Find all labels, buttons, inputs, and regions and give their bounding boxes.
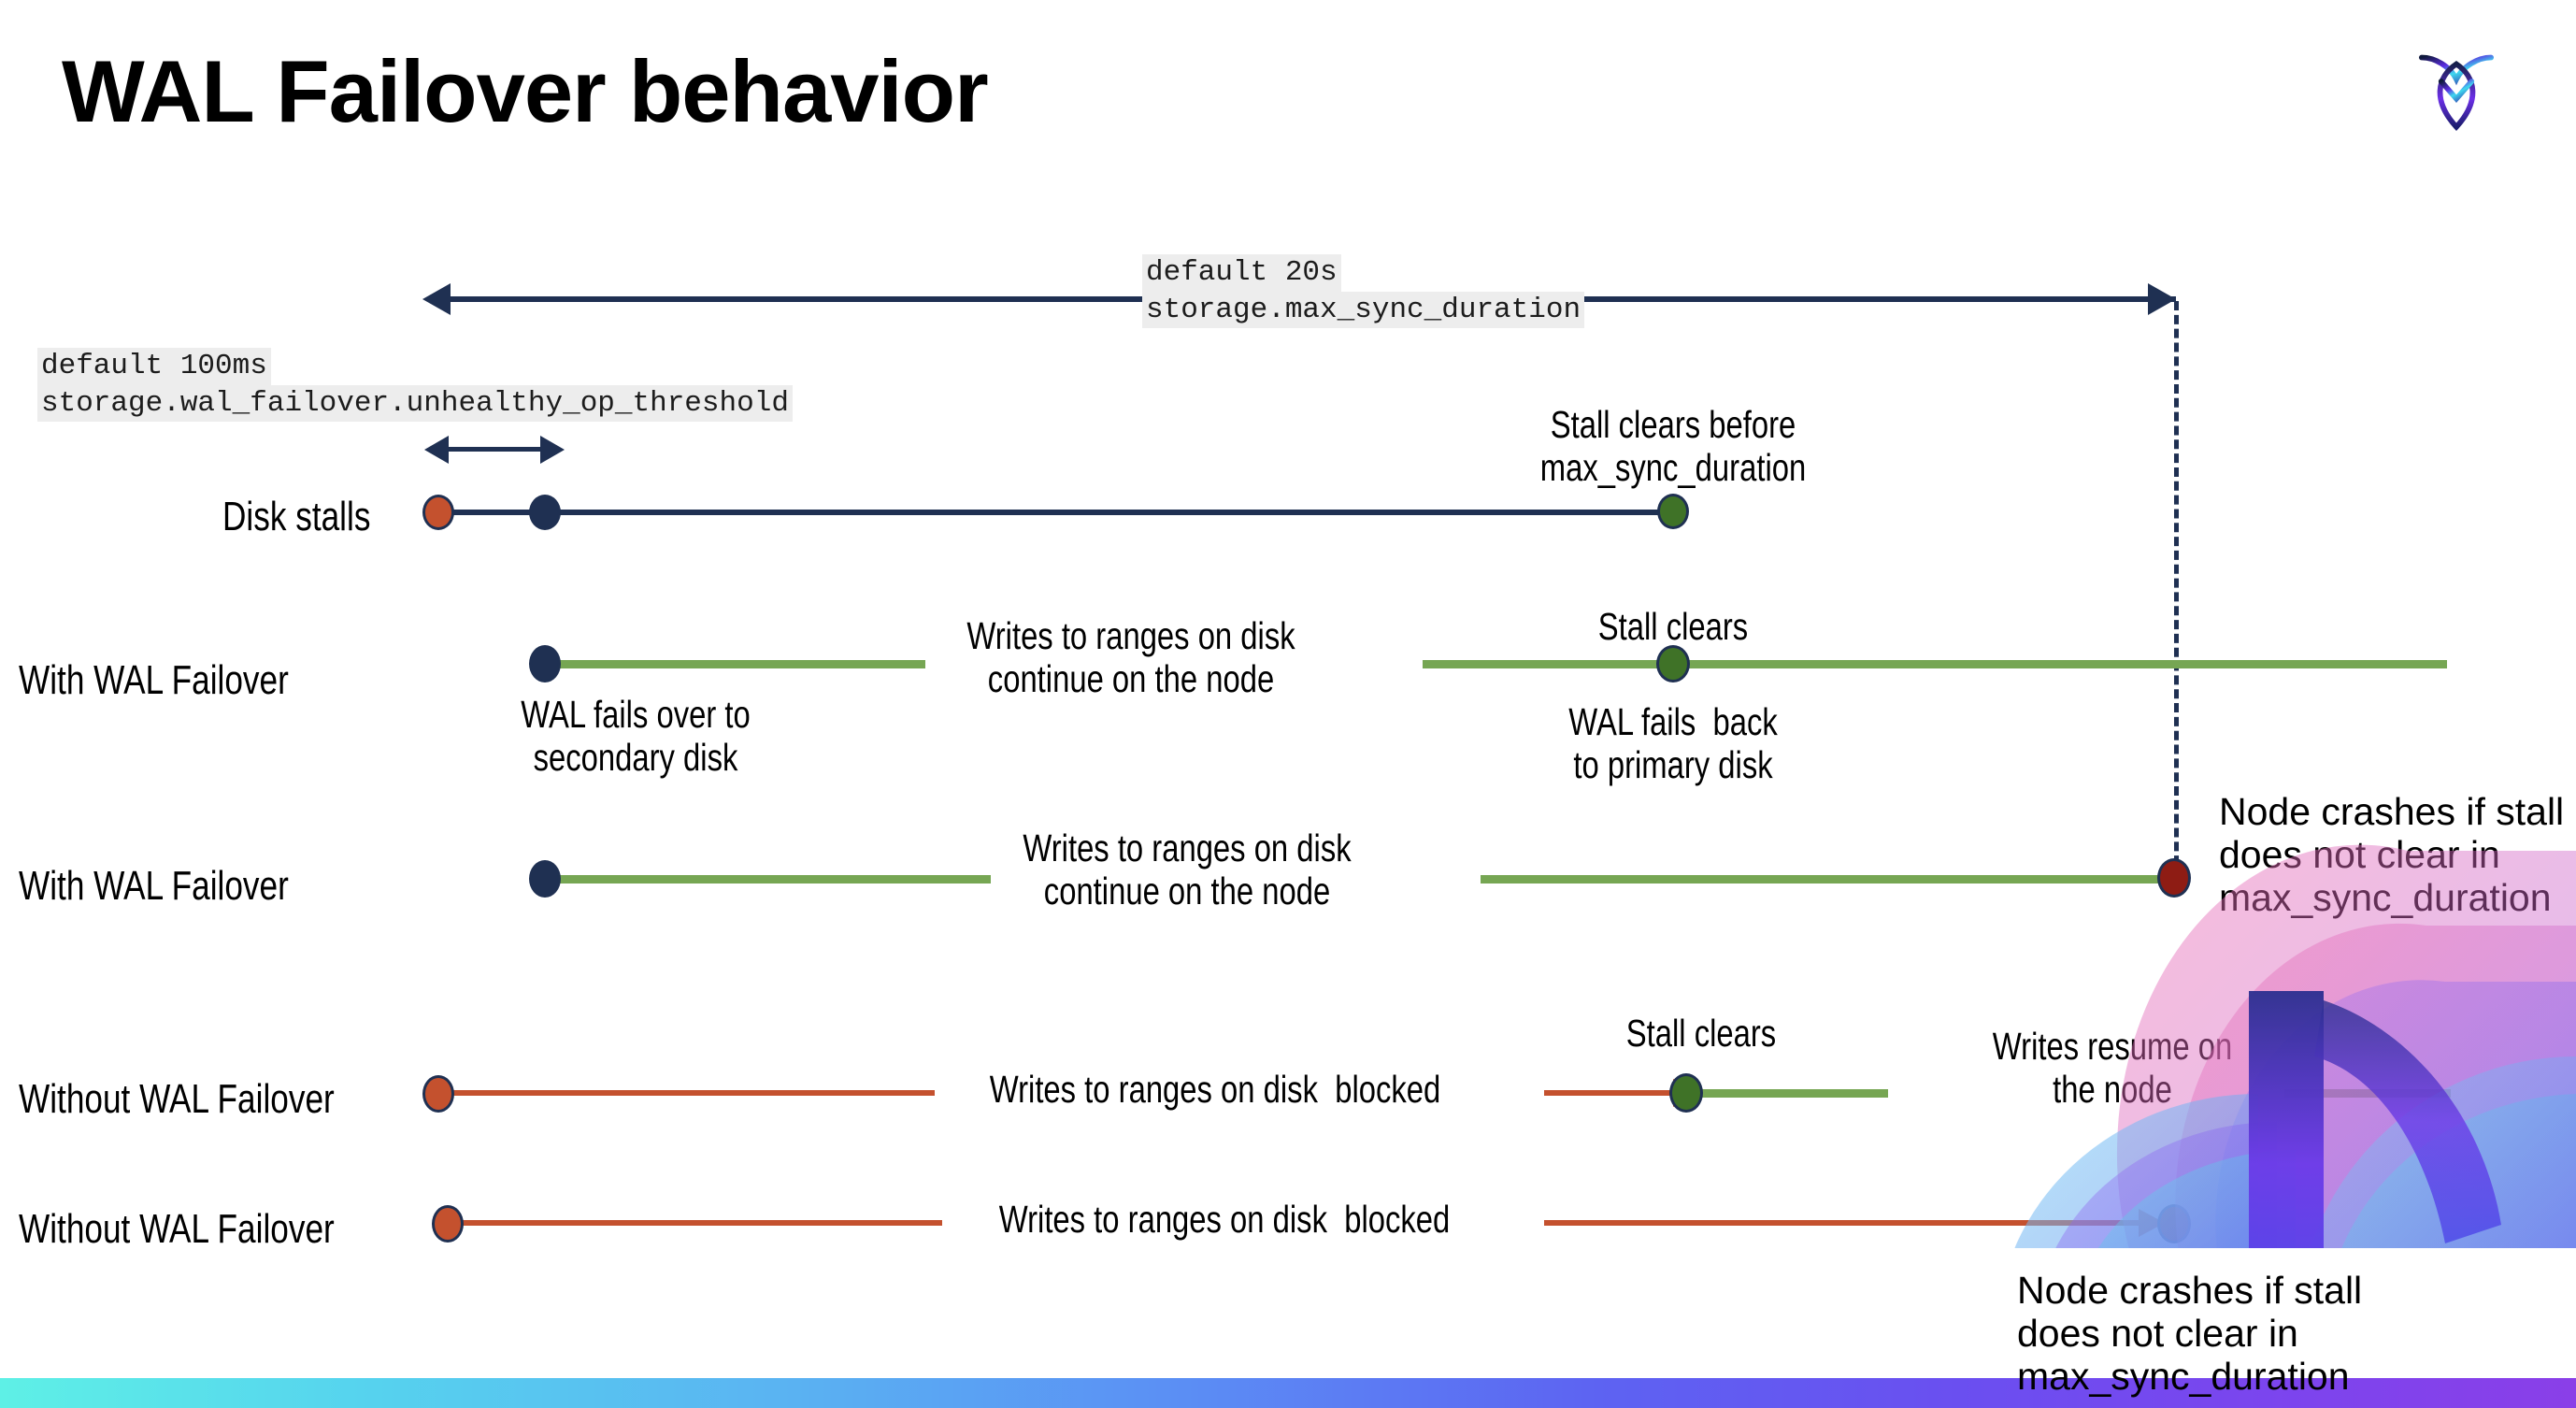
page-title: WAL Failover behavior [62, 42, 989, 140]
annotation-stall-clears-2: Stall clears [1625, 1012, 1777, 1055]
without-failover-2-blocked-a [456, 1220, 942, 1226]
with-failover-2-crash-dot [2157, 858, 2191, 898]
row-label-without-wal-failover-1: Without WAL Failover [19, 1076, 335, 1122]
with-failover-1-clears-dot [1656, 645, 1690, 682]
unhealthy-op-threshold-span-line [447, 447, 548, 452]
with-failover-2-segment-a [542, 875, 991, 884]
annotation-stall-clears-1: Stall clears [1597, 605, 1749, 648]
cockroachdb-logo [2402, 34, 2511, 142]
disk-stall-start-dot [422, 495, 454, 530]
row-label-disk-stalls: Disk stalls [222, 494, 371, 539]
without-failover-2-start-dot [432, 1205, 464, 1243]
unhealthy-op-threshold-default: default 100ms [37, 348, 271, 385]
span-arrow-right-icon [2148, 283, 2176, 315]
without-failover-1-start-dot [422, 1075, 454, 1113]
with-failover-1-segment-a [542, 660, 925, 668]
annotation-writes-continue-1: Writes to ranges on disk continue on the… [966, 614, 1295, 700]
annotation-wal-fails-back: WAL fails back to primary disk [1568, 700, 1778, 786]
with-failover-1-failover-dot [529, 645, 561, 682]
annotation-writes-resume: Writes resume on the node [1992, 1025, 2233, 1111]
disk-stall-failover-dot [529, 495, 561, 530]
annotation-node-crashes-1: Node crashes if stall does not clear in … [2219, 790, 2565, 919]
max-sync-duration-default: default 20s [1142, 254, 1341, 292]
disk-stalls-timeline [437, 510, 1673, 515]
bottom-gradient-bar [0, 1378, 2576, 1408]
without-failover-1-blocked-a [449, 1090, 935, 1096]
row-label-without-wal-failover-2: Without WAL Failover [19, 1206, 335, 1252]
with-failover-2-failover-dot [529, 860, 561, 898]
without-failover-1-resume-line [1701, 1089, 1888, 1098]
with-failover-1-segment-b [1423, 660, 2447, 668]
annotation-writes-continue-2: Writes to ranges on disk continue on the… [1023, 826, 1352, 912]
threshold-arrow-left-icon [424, 436, 449, 464]
threshold-arrow-right-icon [540, 436, 565, 464]
unhealthy-op-threshold-name: storage.wal_failover.unhealthy_op_thresh… [37, 384, 793, 423]
annotation-node-crashes-2: Node crashes if stall does not clear in … [2017, 1269, 2363, 1398]
annotation-wal-fails-over: WAL fails over to secondary disk [521, 693, 751, 779]
max-sync-duration-setting: default 20s storage.max_sync_duration [1142, 254, 1585, 329]
unhealthy-op-threshold-setting: default 100ms storage.wal_failover.unhea… [37, 348, 793, 423]
with-failover-2-segment-b [1481, 875, 2172, 884]
without-failover-2-crash-dot [2157, 1204, 2191, 1243]
without-failover-1-blocked-b [1544, 1090, 1686, 1096]
annotation-writes-blocked-1: Writes to ranges on disk blocked [989, 1068, 1441, 1111]
span-arrow-left-icon [422, 283, 451, 315]
without-failover-1-resume-line-far [2284, 1089, 2451, 1098]
row-label-with-wal-failover-1: With WAL Failover [19, 657, 289, 703]
disk-stall-clears-dot [1657, 494, 1689, 529]
without-failover-1-clears-dot [1669, 1073, 1703, 1113]
max-sync-duration-name: storage.max_sync_duration [1142, 291, 1585, 329]
without-failover-2-blocked-b [1544, 1220, 2172, 1226]
row-label-with-wal-failover-2: With WAL Failover [19, 863, 289, 909]
annotation-writes-blocked-2: Writes to ranges on disk blocked [998, 1198, 1451, 1241]
annotation-stall-clears-before: Stall clears before max_sync_duration [1539, 403, 1807, 489]
max-sync-duration-guide-line [2174, 301, 2179, 879]
